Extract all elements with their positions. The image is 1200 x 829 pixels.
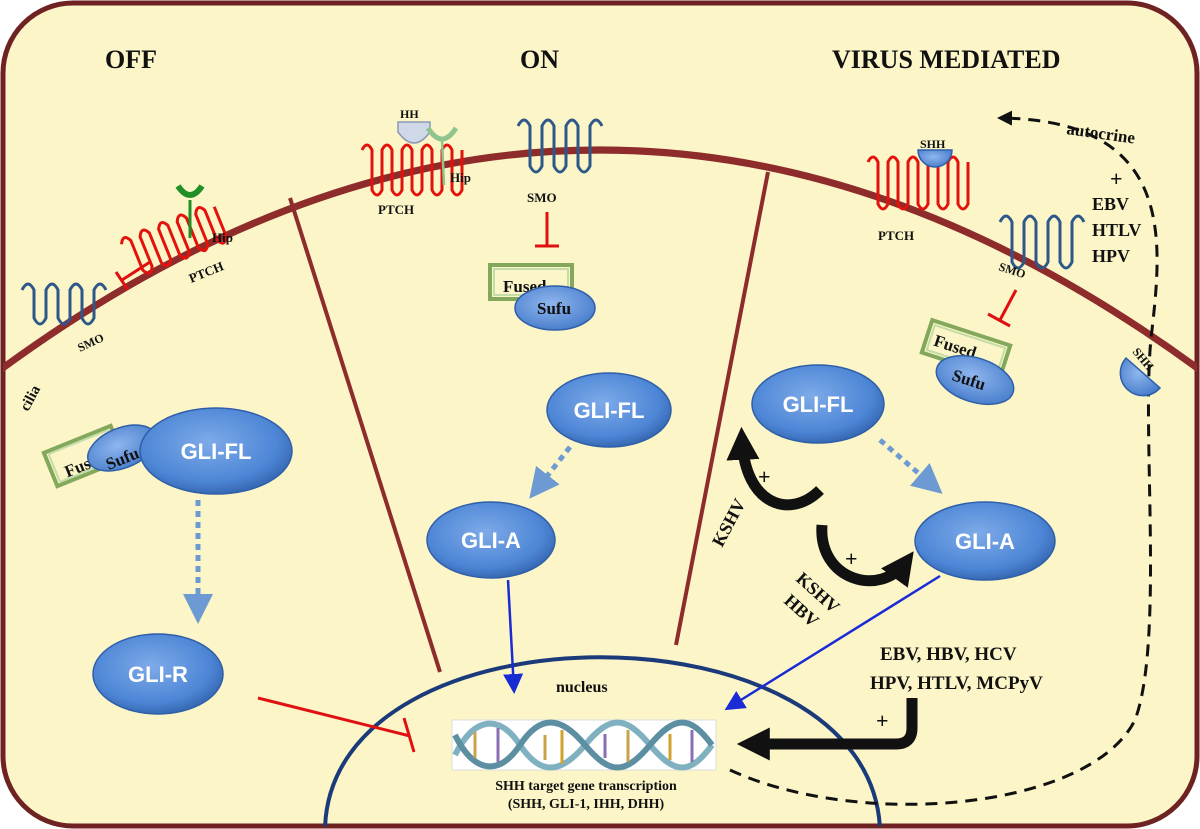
ptch-receptor-on: PTCH <box>360 143 464 217</box>
ptch-receptor-virus: PTCH <box>866 155 970 243</box>
inhibit-glir-transcription <box>257 696 416 753</box>
ptch-label-on: PTCH <box>378 202 414 217</box>
gli-a-oval-on: GLI-A <box>426 501 556 579</box>
title-virus-mediated: VIRUS MEDIATED <box>832 45 1061 74</box>
transcription-plus: + <box>876 708 889 733</box>
gli-fl-oval-on: GLI-FL <box>546 372 672 448</box>
hip-receptor-off: Hip <box>175 184 233 245</box>
divider-on-virus <box>674 171 770 646</box>
hip-label-on: Hip <box>450 170 471 185</box>
virus-transcription-activation: + <box>736 698 918 761</box>
smo-receptor-on: SMO <box>516 118 604 205</box>
inhibit-smo-fused-on <box>535 212 559 248</box>
gli-a-oval-virus: GLI-A <box>914 501 1056 581</box>
autocrine-plus: + <box>1110 166 1123 191</box>
shh-label-virus: SHH <box>920 137 946 151</box>
arrow-glifl-to-glia-on <box>529 445 572 499</box>
ptch-label-virus: PTCH <box>878 228 914 243</box>
hip-receptor-on: Hip <box>425 126 471 186</box>
arrow-glia-to-nucleus-virus <box>724 574 941 711</box>
gli-fl-label-on: GLI-FL <box>574 398 645 423</box>
kshv-plus-2: + <box>845 546 858 571</box>
gli-r-label: GLI-R <box>128 662 188 687</box>
shh-ligand-virus: SHH <box>917 137 953 168</box>
gli-fl-label-off: GLI-FL <box>181 439 252 464</box>
gli-a-label-virus: GLI-A <box>955 529 1015 554</box>
divider-off-on <box>288 197 442 673</box>
transcription-label-2: (SHH, GLI-1, IHH, DHH) <box>508 797 665 812</box>
arrow-glifl-to-glia-virus <box>878 438 943 494</box>
gli-r-oval: GLI-R <box>92 633 224 715</box>
autocrine-virus-hpv: HPV <box>1092 246 1130 266</box>
hip-label-off: Hip <box>212 230 233 245</box>
transcription-label-1: SHH target gene transcription <box>495 779 677 794</box>
fused-sufu-complex-on: Fused Sufu <box>488 263 596 331</box>
membrane-arc <box>3 146 1197 373</box>
kshv-plus-1: + <box>758 464 771 489</box>
gli-a-label-on: GLI-A <box>461 528 521 553</box>
autocrine-virus-htlv: HTLV <box>1092 220 1141 240</box>
gli-fl-oval-virus: GLI-FL <box>751 364 885 444</box>
autocrine-loop <box>729 110 1159 806</box>
inhibit-ptch-smo-off <box>114 260 151 291</box>
nucleus-label: nucleus <box>556 679 608 696</box>
nuclear-virus-list-2: HPV, HTLV, MCPyV <box>870 673 1043 694</box>
autocrine-virus-ebv: EBV <box>1092 194 1129 214</box>
nuclear-virus-list-1: EBV, HBV, HCV <box>880 644 1017 665</box>
hh-label-on: HH <box>400 107 419 121</box>
arrow-glia-to-nucleus-on <box>503 579 524 694</box>
smo-label-on: SMO <box>527 190 557 205</box>
title-on: ON <box>520 45 559 74</box>
gli-fl-label-virus: GLI-FL <box>783 392 854 417</box>
fused-sufu-complex-virus: Fused Sufu <box>919 317 1015 406</box>
inhibit-smo-fused-virus <box>987 289 1018 328</box>
sufu-label-on: Sufu <box>537 299 571 318</box>
gli-fl-oval-off: GLI-FL <box>139 407 293 495</box>
dna-helix <box>451 719 717 771</box>
title-off: OFF <box>105 45 157 74</box>
